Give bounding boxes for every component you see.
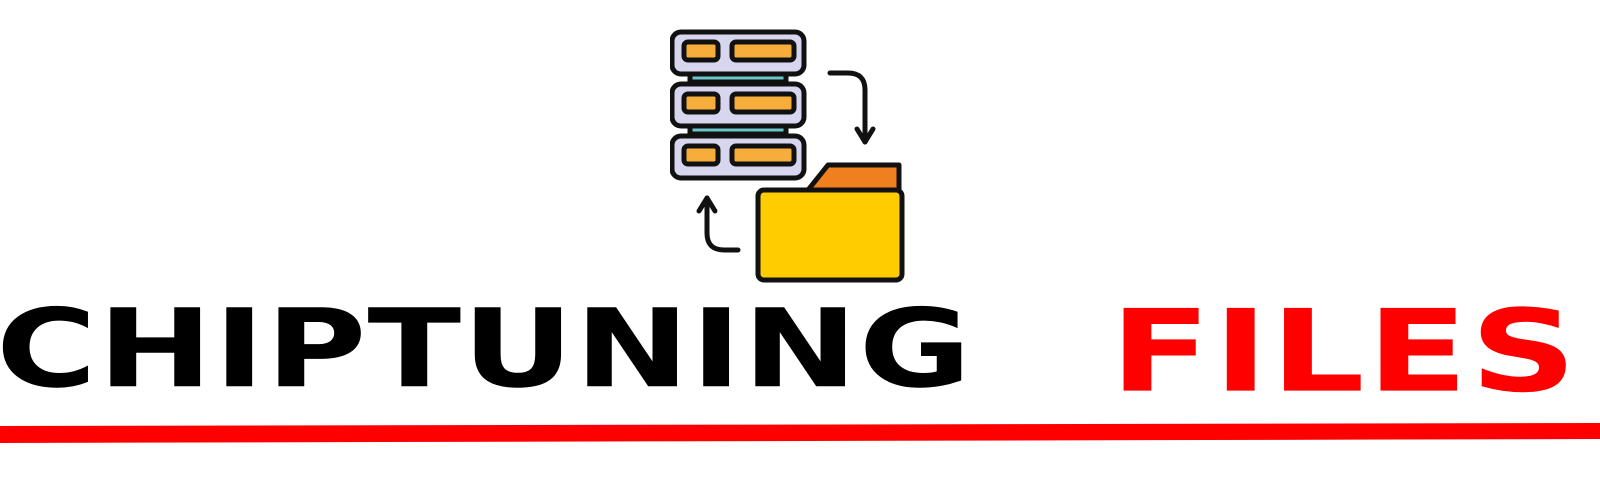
folder-icon (755, 162, 905, 283)
wordmark: CHIPTUNING FILES (0, 285, 1600, 426)
title-word-files: FILES (1110, 285, 1579, 419)
server-to-folder-icon (670, 29, 905, 283)
server-stack-icon (670, 29, 807, 181)
arrow-down-icon (827, 70, 876, 145)
underline-bar (0, 423, 1600, 443)
arrow-up-icon (696, 195, 741, 253)
title-word-chiptuning: CHIPTUNING (0, 286, 973, 413)
